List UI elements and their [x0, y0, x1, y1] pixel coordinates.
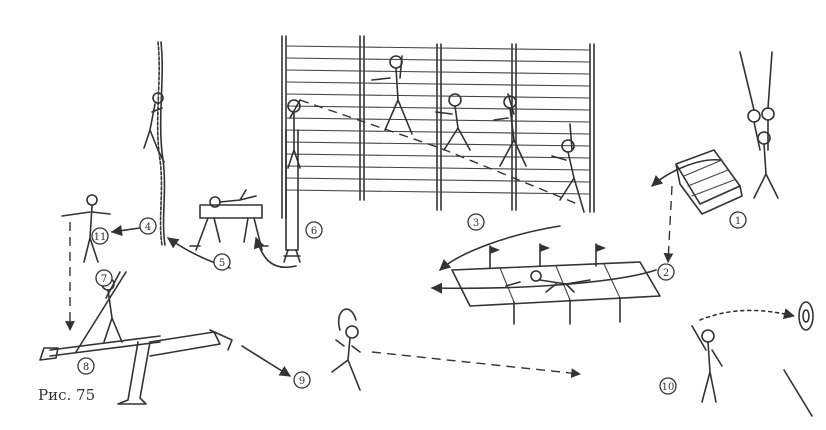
- climbing-rope: [156, 41, 166, 246]
- gym-mats: [451, 243, 661, 325]
- station-marker-5: 5: [213, 253, 231, 271]
- balance-figure-left: [61, 194, 111, 263]
- station-marker-9: 9: [293, 371, 311, 389]
- svg-text:2: 2: [663, 268, 669, 279]
- route-arrows: [65, 159, 796, 378]
- station-marker-1: 1: [729, 211, 747, 229]
- station-marker-11: 11: [91, 227, 109, 245]
- runner-figure: [331, 308, 361, 391]
- figure-caption: Рис. 75: [38, 386, 96, 404]
- svg-text:9: 9: [299, 376, 305, 387]
- station-marker-6: 6: [305, 221, 323, 239]
- svg-text:1: 1: [735, 216, 741, 227]
- ground-line: [783, 369, 813, 417]
- station-marker-7: 7: [95, 269, 113, 287]
- wall-bars: [281, 35, 595, 219]
- target-disc: [798, 301, 814, 331]
- svg-text:4: 4: [145, 222, 151, 233]
- vaulting-box: [675, 149, 743, 215]
- svg-text:3: 3: [473, 218, 479, 229]
- svg-text:6: 6: [311, 226, 317, 237]
- station-marker-10: 10: [659, 377, 677, 395]
- vaulting-horse: [189, 204, 269, 251]
- svg-text:10: 10: [662, 382, 675, 393]
- wall-climber-figures: [287, 55, 585, 213]
- crawling-figure: [505, 270, 591, 293]
- rope-climber-figure: [143, 92, 165, 163]
- svg-text:11: 11: [94, 232, 107, 243]
- svg-text:5: 5: [219, 258, 225, 269]
- svg-text:8: 8: [83, 362, 89, 373]
- station-marker-4: 4: [139, 217, 157, 235]
- gymnastic-rings: [739, 51, 775, 123]
- svg-text:7: 7: [101, 274, 107, 285]
- station-marker-3: 3: [467, 213, 485, 231]
- throwing-figure: [691, 325, 723, 403]
- balance-beam: [39, 329, 233, 405]
- station-marker-2: 2: [657, 263, 675, 281]
- vertical-bench: [283, 129, 301, 263]
- horse-vaulter-figure: [209, 189, 257, 208]
- ring-figure: [753, 119, 779, 199]
- station-marker-8: 8: [77, 357, 95, 375]
